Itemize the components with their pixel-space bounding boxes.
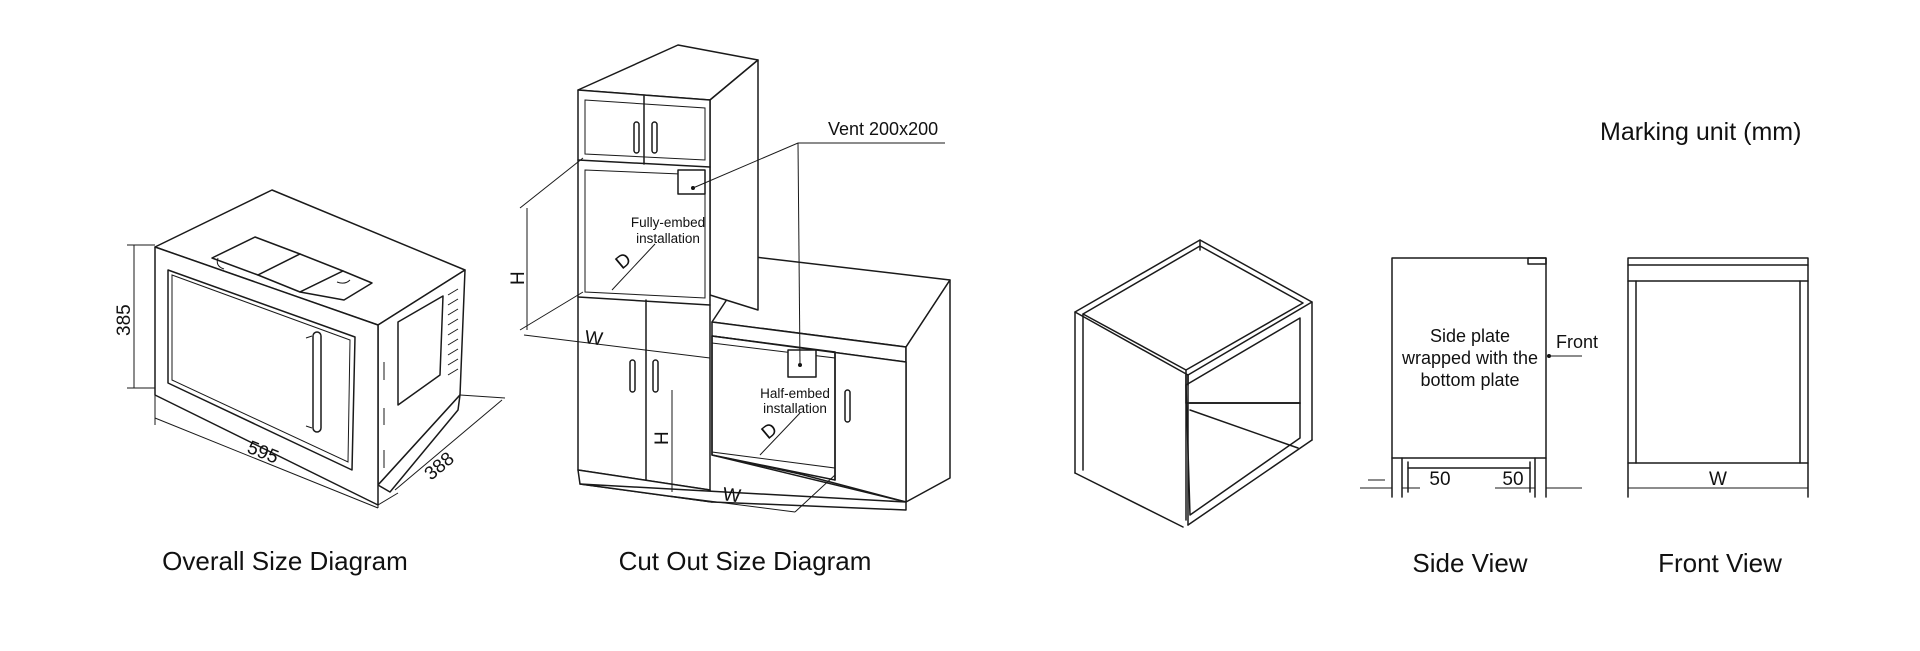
cutout-size-caption: Cut Out Size Diagram xyxy=(619,546,872,576)
front-label: Front xyxy=(1556,332,1598,352)
overall-depth-label: 388 xyxy=(421,448,459,484)
cabinet-drawing xyxy=(577,44,951,511)
marking-unit-label: Marking unit (mm) xyxy=(1600,118,1801,146)
overall-height-label: 385 xyxy=(114,304,135,336)
cabinet-box-drawing xyxy=(1074,239,1313,528)
side-view-caption: Side View xyxy=(1412,548,1527,578)
microwave-drawing xyxy=(154,189,466,506)
front-view-caption: Front View xyxy=(1658,548,1782,578)
overall-dimension-lines xyxy=(127,244,506,509)
full-embed-label-1: Fully-embed xyxy=(631,215,705,230)
vent-label: Vent 200x200 xyxy=(828,119,938,139)
front-view-drawing xyxy=(1627,257,1809,498)
front-w-label: W xyxy=(1709,469,1727,490)
overall-size-caption: Overall Size Diagram xyxy=(162,546,408,576)
half-embed-label-2: installation xyxy=(763,401,827,416)
upper-h-label: H xyxy=(508,271,529,285)
lower-w-label: W xyxy=(721,484,742,507)
half-embed-label-1: Half-embed xyxy=(760,386,830,401)
side-plate-label-3: bottom plate xyxy=(1420,370,1519,390)
side-plate-label-1: Side plate xyxy=(1430,326,1510,346)
side-view-drawing xyxy=(1360,257,1582,498)
full-embed-label-2: installation xyxy=(636,231,700,246)
side-gap-left-label: 50 xyxy=(1429,469,1450,490)
upper-w-label: W xyxy=(583,327,604,350)
side-plate-label-2: wrapped with the xyxy=(1401,348,1538,368)
cutout-dimension-lines xyxy=(519,142,945,513)
lower-h-label: H xyxy=(652,431,673,445)
side-gap-right-label: 50 xyxy=(1502,469,1523,490)
